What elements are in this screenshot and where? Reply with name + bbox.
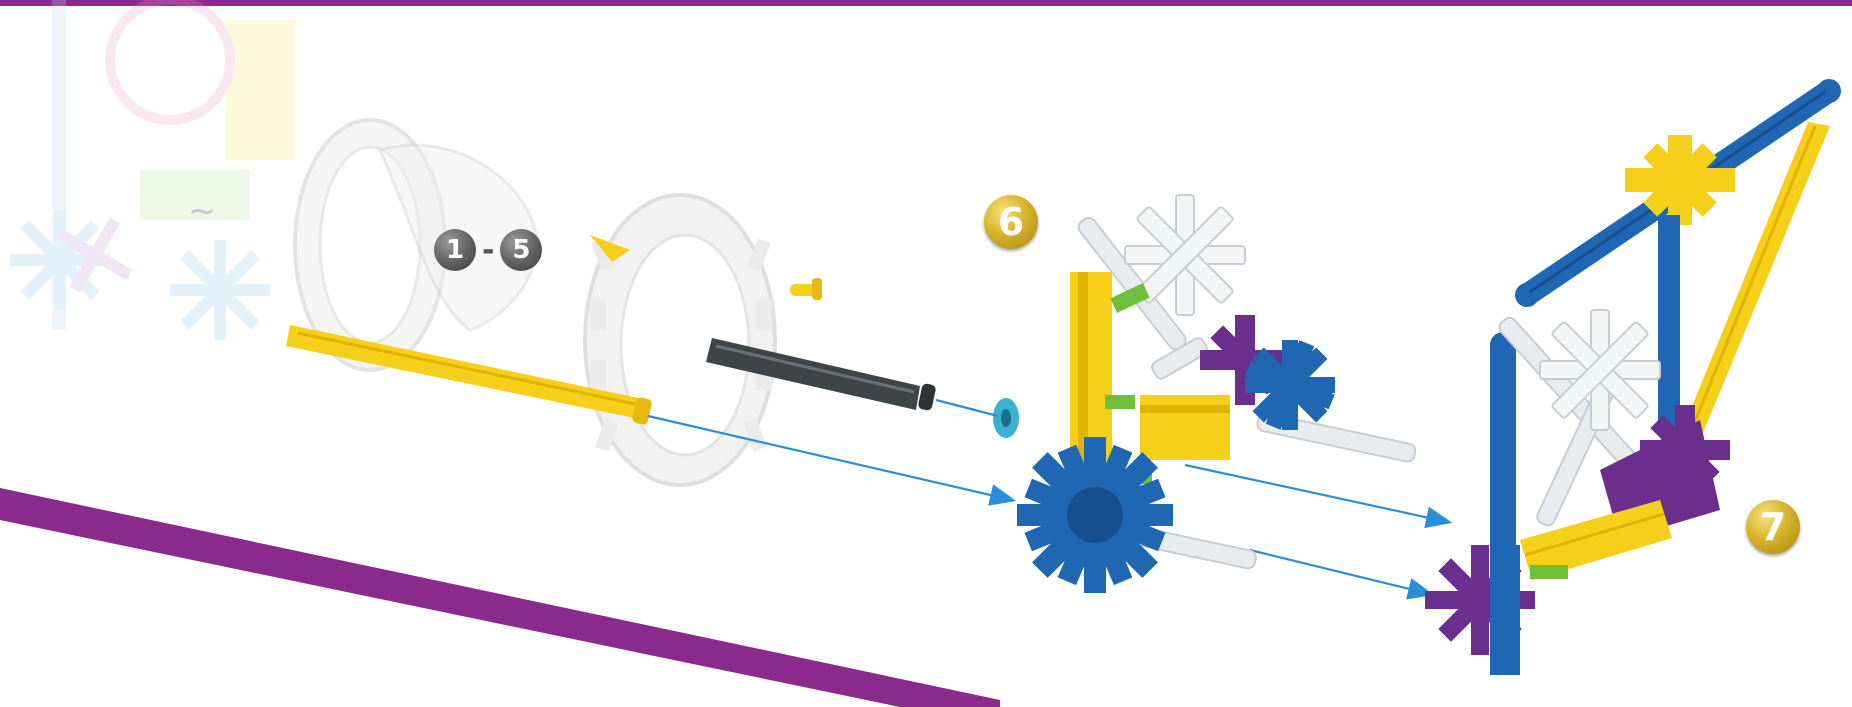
- step-7-number: 7: [1760, 505, 1786, 549]
- reference-step-start: 1: [446, 235, 464, 265]
- bottom-purple-stripe: [0, 488, 1000, 707]
- steps-1-5-reference: 1 - 5: [434, 228, 542, 272]
- step-7-frame: [1425, 79, 1841, 675]
- reference-step-end-badge: 5: [500, 229, 542, 271]
- wheel: [585, 195, 775, 485]
- step-6-badge: 6: [984, 195, 1038, 249]
- step-6-number: 6: [998, 200, 1024, 244]
- reference-step-end: 5: [512, 235, 530, 265]
- svg-text:~: ~: [188, 191, 217, 231]
- step-6-subassembly: [1017, 195, 1417, 593]
- top-border: [0, 0, 1852, 6]
- faded-previous-assembly: ~: [10, 0, 295, 340]
- teal-spacer: [993, 398, 1019, 438]
- reference-step-start-badge: 1: [434, 229, 476, 271]
- step-7-badge: 7: [1746, 500, 1800, 554]
- reference-step-separator: -: [482, 233, 494, 268]
